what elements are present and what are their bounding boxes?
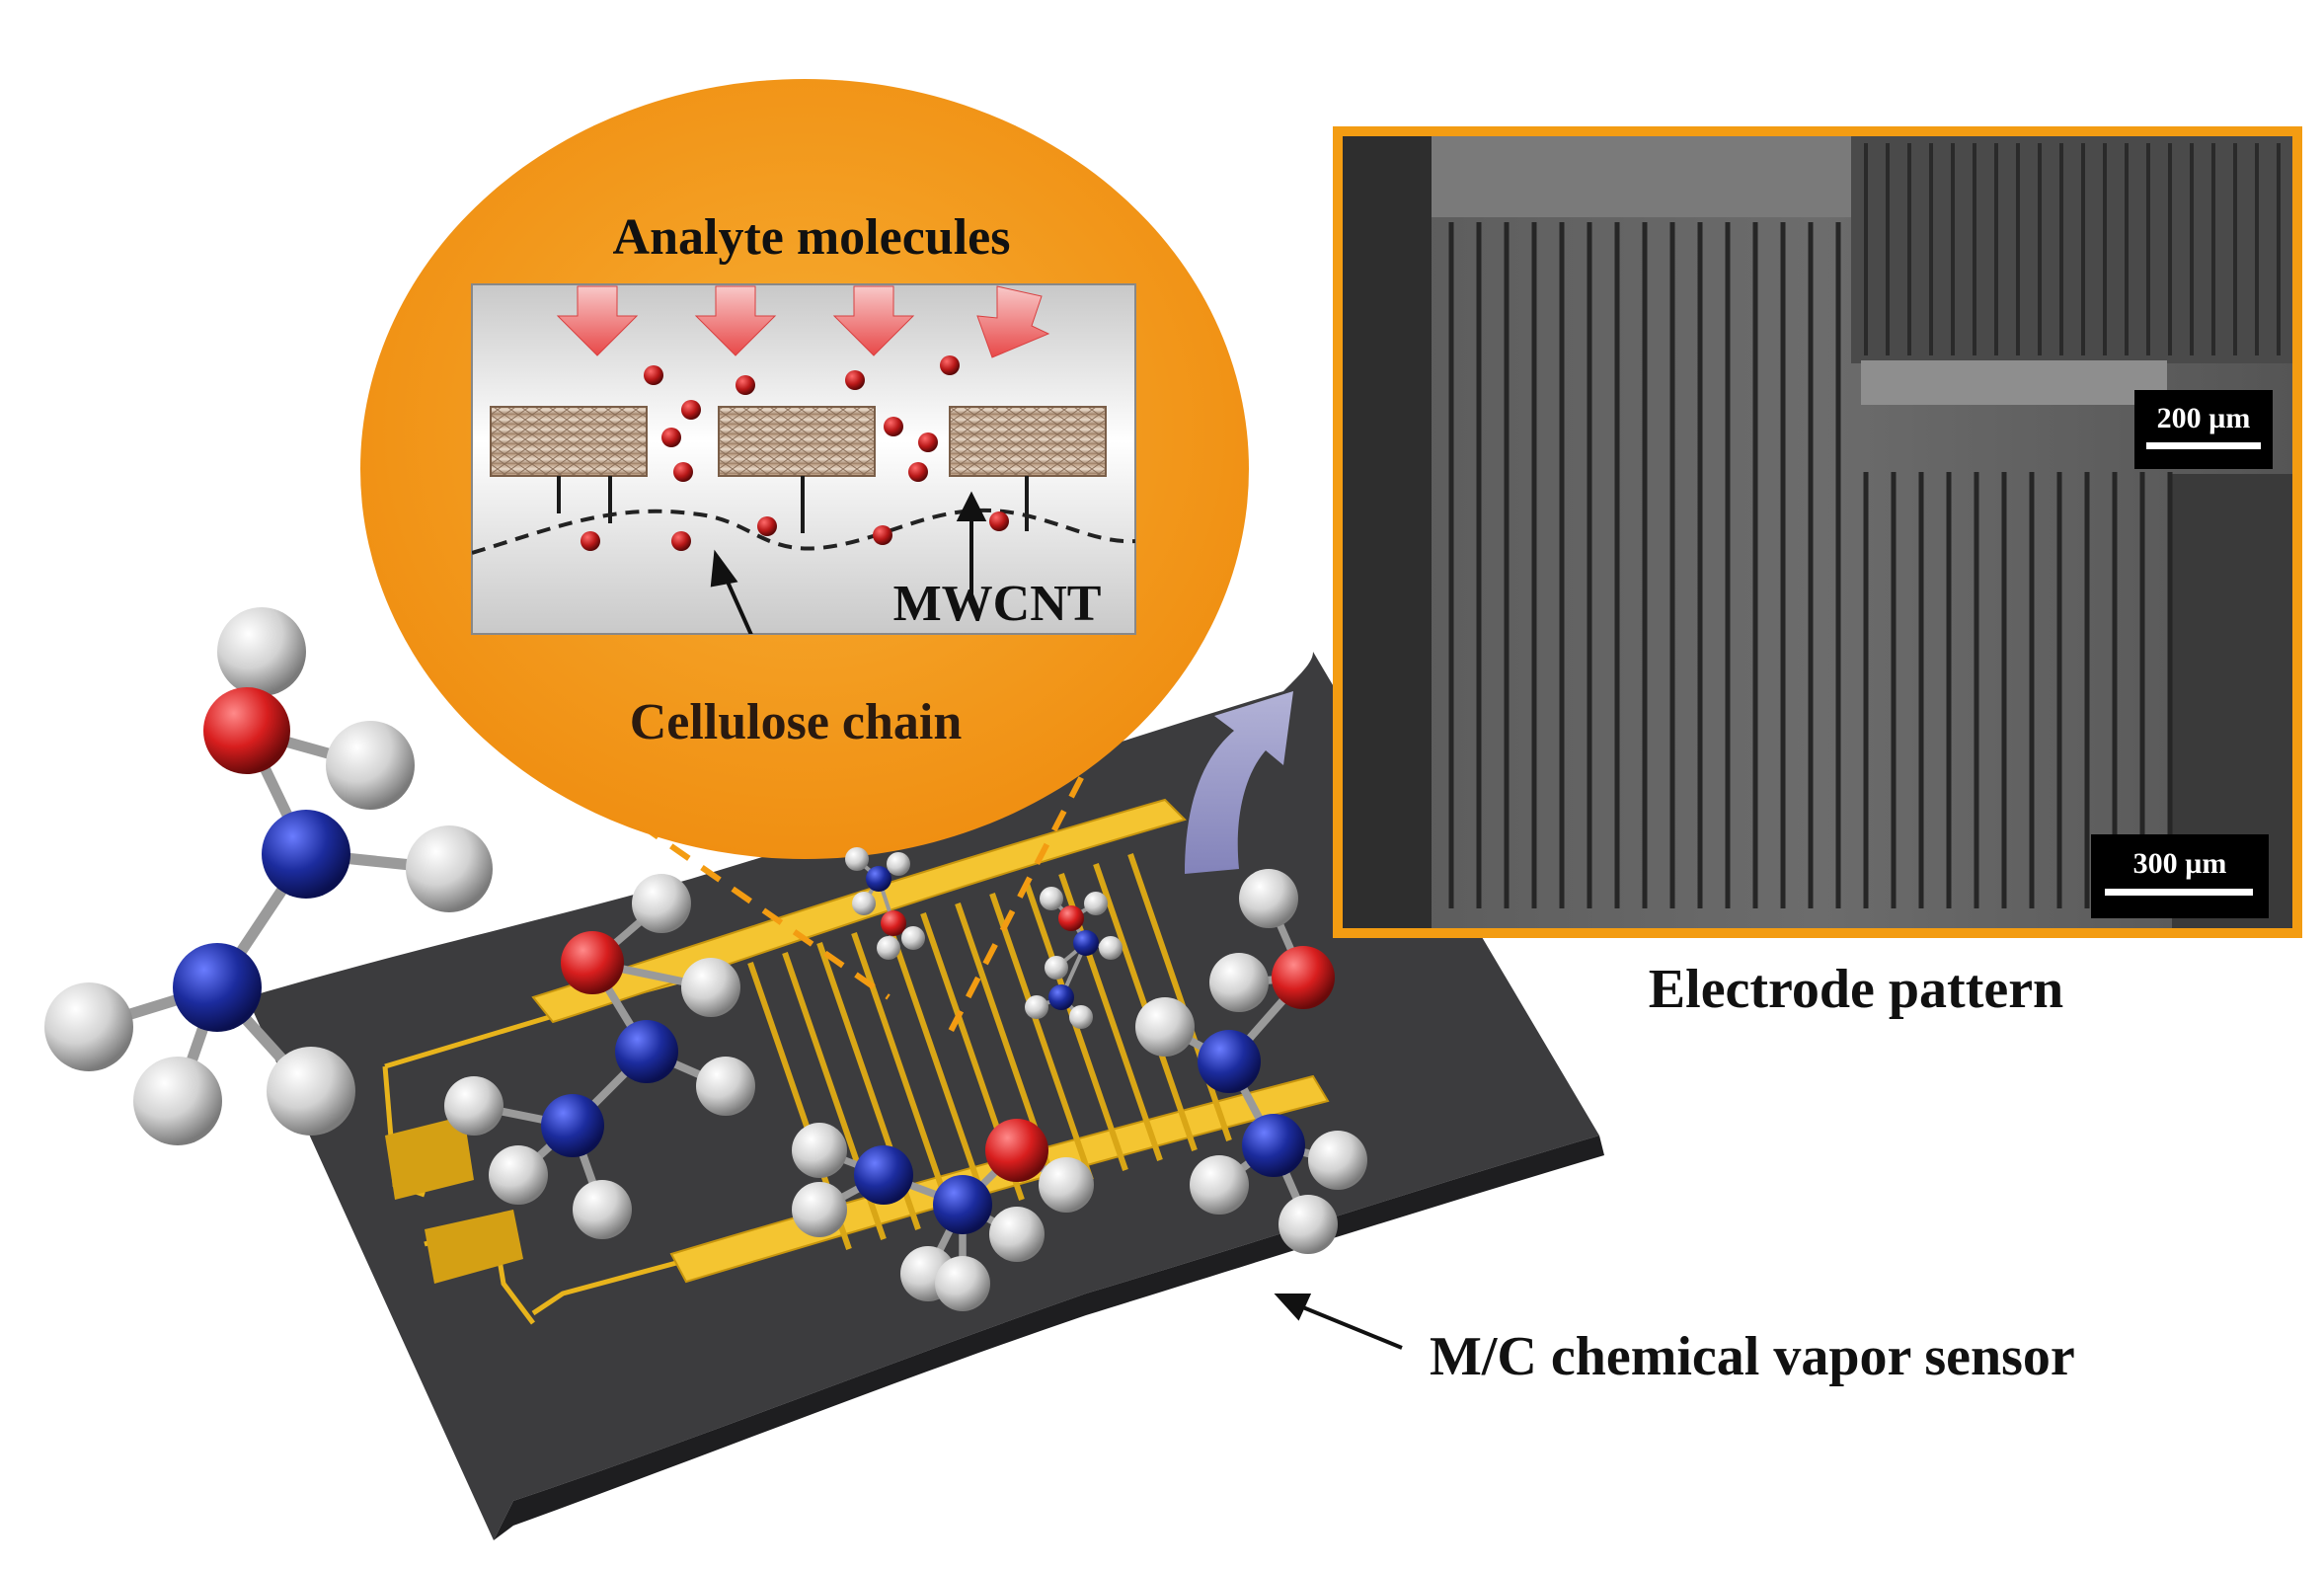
hydrogen-atom [935,1256,990,1311]
scale-bar-line-bottom [2105,889,2253,896]
hydrogen-atom [133,1057,222,1145]
hydrogen-atom [1025,995,1048,1019]
oxygen-atom [1272,946,1335,1009]
nitrogen-atom [1048,984,1074,1010]
hydrogen-atom [792,1123,847,1178]
sensor-label: M/C chemical vapor sensor [1430,1326,2075,1387]
electrode-pattern-label: Electrode pattern [1649,959,2063,1020]
cellulose-label: Cellulose chain [630,694,963,750]
hydrogen-atom [573,1180,632,1239]
cellulose-chain-curve [472,508,1135,555]
hydrogen-atom [44,982,133,1071]
hydrogen-atom [1069,1005,1093,1029]
sensor-pointer-arrow [1274,1294,1403,1350]
mwcnt-bundle [718,406,876,477]
hydrogen-atom [217,607,306,696]
hydrogen-atom [1278,1195,1338,1254]
nitrogen-atom [854,1145,913,1205]
oxygen-atom [881,910,906,936]
hydrogen-atom [877,936,900,960]
nitrogen-atom [262,810,350,899]
mwcnt-bundle [490,406,648,477]
nitrogen-atom [1198,1030,1261,1093]
zoom-bubble: Analyte molecules MWCNT Cellulose chain [360,79,1249,859]
hydrogen-atom [1209,953,1269,1012]
sem-micrograph: 200 µm 300 µm [1333,126,2302,938]
hydrogen-atom [444,1076,504,1136]
hydrogen-atom [1190,1155,1249,1215]
hydrogen-atom [989,1207,1045,1262]
hydrogen-atom [326,721,415,810]
hydrogen-atom [267,1047,355,1136]
scale-bar-box-bottom [2091,834,2269,918]
hydrogen-atom [792,1182,847,1237]
scale-bar-box-top [2134,390,2273,469]
hydrogen-atom [406,825,493,912]
nitrogen-atom [615,1020,678,1083]
hydrogen-atom [1084,892,1108,915]
hydrogen-atom [901,926,925,950]
nitrogen-atom [1073,930,1099,956]
hydrogen-atom [1135,997,1195,1057]
hydrogen-atom [1045,956,1068,980]
analyte-molecules [44,607,1367,1311]
nitrogen-atom [173,943,262,1032]
hydrogen-atom [887,852,910,876]
oxygen-atom [203,687,290,774]
hydrogen-atom [489,1145,548,1205]
oxygen-atom [561,931,624,994]
hydrogen-atom [681,958,740,1017]
hydrogen-atom [696,1057,755,1116]
hydrogen-atom [632,874,691,933]
mwcnt-label: MWCNT [893,576,1102,632]
hydrogen-atom [1239,869,1298,928]
mwcnt-bundle [949,406,1107,477]
scale-bar-label-top: 200 µm [2157,402,2251,434]
analyte-inflow-arrows [556,285,1050,358]
analyte-molecule [1135,869,1367,1254]
nitrogen-atom [866,866,891,892]
analyte-molecule [845,847,925,960]
analyte-molecule [444,874,755,1239]
hydrogen-atom [1040,887,1063,910]
scale-bar-line-top [2146,442,2261,449]
hydrogen-atom [1308,1131,1367,1190]
nitrogen-atom [541,1094,604,1157]
scale-bar-label-bottom: 300 µm [2133,847,2227,880]
hydrogen-atom [1039,1157,1094,1213]
analyte-molecule [44,607,493,1145]
analyte-molecule-dots [581,355,1009,551]
electrode-pads [385,1116,523,1284]
zoom-curved-arrow [1185,691,1293,874]
nitrogen-atom [1242,1114,1305,1177]
oxygen-atom [985,1119,1048,1182]
analyte-molecule [1025,887,1123,1029]
hydrogen-atom [852,892,876,915]
analyte-label: Analyte molecules [613,209,1011,266]
analyte-molecule [792,1119,1094,1311]
nitrogen-atom [933,1175,992,1234]
zoom-dashed-lines [546,709,1119,1039]
hydrogen-atom [1099,936,1123,960]
hydrogen-atom [845,847,869,871]
oxygen-atom [1058,905,1084,931]
